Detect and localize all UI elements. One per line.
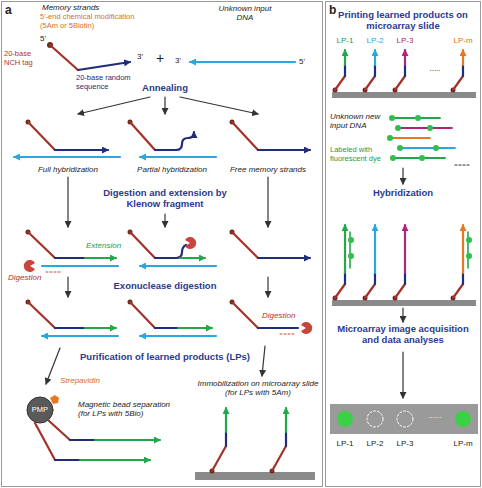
case-label: Free memory strands — [230, 165, 306, 174]
spot-label: LP-1 — [337, 439, 354, 448]
panel-frame: b — [325, 1, 481, 487]
panel-letter: b — [329, 3, 336, 17]
end-mark: 5' — [40, 34, 46, 43]
annotation: Strepavidin — [60, 376, 100, 385]
step-heading: Digestion and extension by Klenow fragme… — [90, 188, 240, 210]
annotation: 20-base NCH tag — [4, 50, 48, 67]
panel-note: Unknown input DNA — [215, 4, 275, 22]
end-mark: 3' — [175, 56, 181, 65]
step-heading: Hybridization — [373, 188, 433, 199]
case-label: Partial hybridization — [137, 165, 207, 174]
annotation: Labeled with fluorescent dye — [330, 146, 386, 163]
probe-label: LP-m — [453, 36, 472, 45]
annotation: Immobilization on microarray slide (for … — [193, 379, 323, 397]
step-heading: Purification of learned products (LPs) — [80, 352, 250, 363]
end-mark: 5' — [299, 57, 305, 66]
probe-label: LP-2 — [367, 36, 384, 45]
panel-note: Unknown new input DNA — [330, 112, 384, 130]
ellipsis: ..... — [429, 64, 440, 73]
annotation: Magnetic bead separation (for LPs with 5… — [78, 400, 178, 418]
annotation: Digestion — [8, 273, 41, 282]
panel-frame: a — [1, 1, 323, 487]
probe-label: LP-3 — [397, 36, 414, 45]
step-heading: Annealing — [142, 83, 188, 94]
annotation: 5'-end chemical modification (5Am or 5Bi… — [40, 13, 152, 30]
bead-label: PMP — [32, 406, 48, 415]
spot-label: LP-2 — [367, 439, 384, 448]
ellipsis: ...... — [428, 411, 441, 420]
plus-sign: + — [156, 50, 164, 66]
spot-label: LP-m — [453, 439, 472, 448]
step-heading: Printing learned products on microarray … — [328, 10, 478, 32]
case-label: Full hybridization — [38, 165, 98, 174]
annotation: Extension — [86, 241, 121, 250]
step-heading: Microarray image acquisition and data an… — [328, 324, 478, 346]
annotation: Digestion — [262, 311, 295, 320]
spot-label: LP-3 — [397, 439, 414, 448]
probe-label: LP-1 — [337, 36, 354, 45]
annotation: 20-base random sequence — [76, 74, 138, 91]
end-mark: 3' — [137, 52, 143, 61]
panel-letter: a — [5, 3, 12, 17]
step-heading: Exonuclease digestion — [114, 281, 217, 292]
panel-note: Memory strands — [42, 3, 99, 12]
